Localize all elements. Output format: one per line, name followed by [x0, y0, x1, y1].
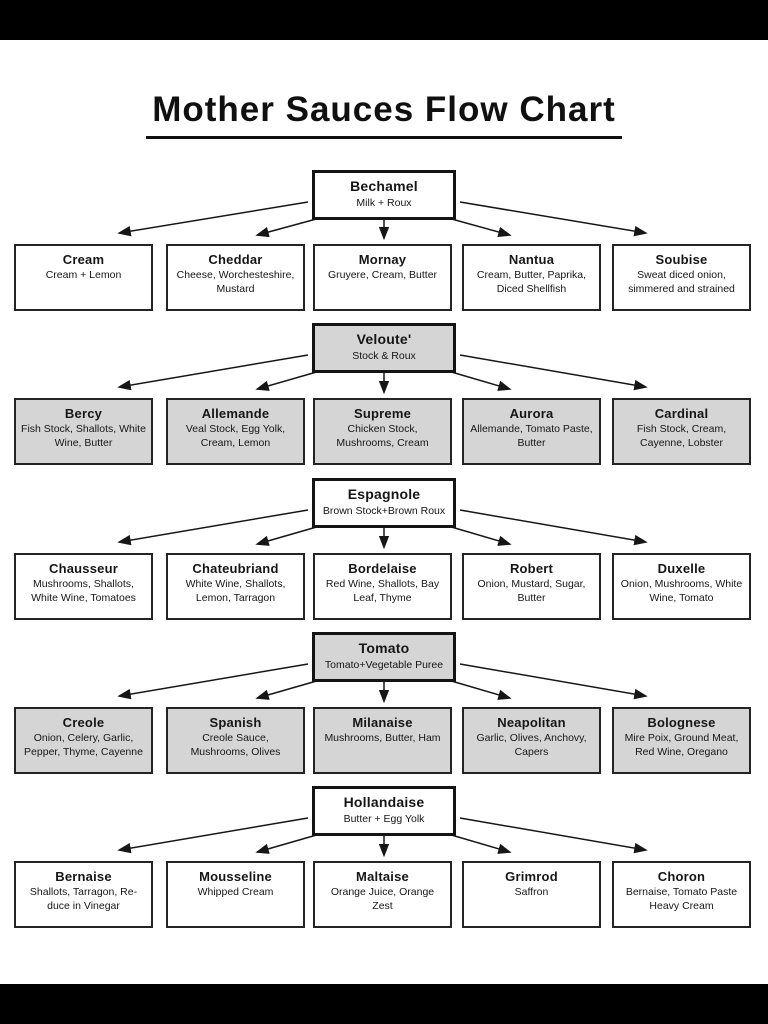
- sauce-name: Allemande: [201, 406, 270, 421]
- sauce-ingredients: Onion, Mustard, Sugar, Butter: [477, 578, 586, 604]
- sauce-ingredients: Chicken Stock, Mushrooms, Cream: [336, 423, 429, 449]
- sauce-ingredients: Saffron: [514, 886, 549, 898]
- sauce-name: Chausseur: [49, 561, 118, 576]
- mother-box-veloute: Veloute' Stock & Roux: [312, 323, 456, 373]
- sauce-name: Mousseline: [199, 869, 272, 884]
- sauce-ingredients: Shallots, Tarragon, Re-duce in Vinegar: [29, 886, 138, 912]
- sauce-ingredients: Veal Stock, Egg Yolk, Cream, Lemon: [185, 423, 286, 449]
- sauce-name: Mornay: [358, 252, 407, 267]
- sauce-ingredients: Gruyere, Cream, Butter: [327, 269, 438, 281]
- sauce-ingredients: Fish Stock, Cream, Cayenne, Lobster: [636, 423, 727, 449]
- sauce-ingredients: Whipped Cream: [197, 886, 274, 898]
- sauce-name: Grimrod: [505, 869, 558, 884]
- sauce-ingredients: Sweat diced onion, simmered and strained: [628, 269, 735, 295]
- sauce-ingredients: White Wine, Shallots, Lemon, Tarragon: [185, 578, 286, 604]
- sauce-name: Cardinal: [654, 406, 709, 421]
- sauce-name: Creole: [62, 715, 105, 730]
- sauce-ingredients: Stock & Roux: [352, 350, 416, 362]
- sauce-ingredients: Red Wine, Shallots, Bay Leaf, Thyme: [325, 578, 440, 604]
- sauce-name: Maltaise: [356, 869, 409, 884]
- sauce-name: Milanaise: [352, 715, 413, 730]
- sauce-ingredients: Brown Stock+Brown Roux: [322, 505, 446, 517]
- sauce-name: Cream: [62, 252, 105, 267]
- sauce-name: Tomato: [358, 640, 410, 656]
- sauce-ingredients: Cream + Lemon: [45, 269, 122, 281]
- sauce-ingredients: Butter + Egg Yolk: [343, 813, 425, 825]
- sauce-ingredients: Orange Juice, Orange Zest: [330, 886, 435, 912]
- sauce-name: Choron: [657, 869, 706, 884]
- sauce-name: Bordelaise: [348, 561, 417, 576]
- sauce-name: Spanish: [209, 715, 262, 730]
- sauce-name: Soubise: [655, 252, 708, 267]
- sauce-name: Chateubriand: [192, 561, 279, 576]
- sauce-ingredients: Creole Sauce, Mushrooms, Olives: [190, 732, 281, 758]
- sauce-name: Veloute': [356, 331, 412, 347]
- sauce-name: Duxelle: [657, 561, 706, 576]
- sauce-name: Espagnole: [347, 486, 421, 502]
- page-title: Mother Sauces Flow Chart: [146, 90, 622, 139]
- sauce-name: Supreme: [353, 406, 412, 421]
- sauce-ingredients: Mushrooms, Butter, Ham: [324, 732, 441, 744]
- sauce-name: Bolognese: [647, 715, 716, 730]
- sauce-name: Robert: [509, 561, 554, 576]
- sauce-ingredients: Cream, Butter, Paprika, Diced Shellfish: [476, 269, 587, 295]
- sauce-ingredients: Garlic, Olives, Anchovy, Capers: [476, 732, 587, 758]
- sauce-name: Cheddar: [208, 252, 263, 267]
- sauce-ingredients: Mushrooms, Shallots, White Wine, Tomatoe…: [31, 578, 136, 604]
- sauce-ingredients: Onion, Mushrooms, White Wine, Tomato: [620, 578, 743, 604]
- title-container: Mother Sauces Flow Chart: [0, 90, 768, 139]
- sauce-name: Hollandaise: [343, 794, 425, 810]
- sauce-name: Bechamel: [350, 178, 418, 194]
- sauce-ingredients: Mire Poix, Ground Meat, Red Wine, Oregan…: [624, 732, 739, 758]
- sauce-name: Neapolitan: [497, 715, 566, 730]
- sauce-ingredients: Fish Stock, Shallots, White Wine, Butter: [21, 423, 146, 449]
- sauce-name: Bernaise: [55, 869, 112, 884]
- sauce-name: Nantua: [508, 252, 555, 267]
- sauce-ingredients: Onion, Celery, Garlic, Pepper, Thyme, Ca…: [24, 732, 143, 758]
- letterbox-bottom-bar: [0, 984, 768, 1024]
- sauce-ingredients: Allemande, Tomato Paste, Butter: [470, 423, 593, 449]
- sauce-name: Aurora: [509, 406, 554, 421]
- sauce-ingredients: Cheese, Worchesteshire, Mustard: [176, 269, 295, 295]
- letterbox-top-bar: [0, 0, 768, 40]
- sauce-name: Bercy: [64, 406, 103, 421]
- sauce-ingredients: Milk + Roux: [356, 197, 412, 209]
- sauce-ingredients: Bernaise, Tomato Paste Heavy Cream: [625, 886, 738, 912]
- sauce-ingredients: Tomato+Vegetable Puree: [324, 659, 444, 671]
